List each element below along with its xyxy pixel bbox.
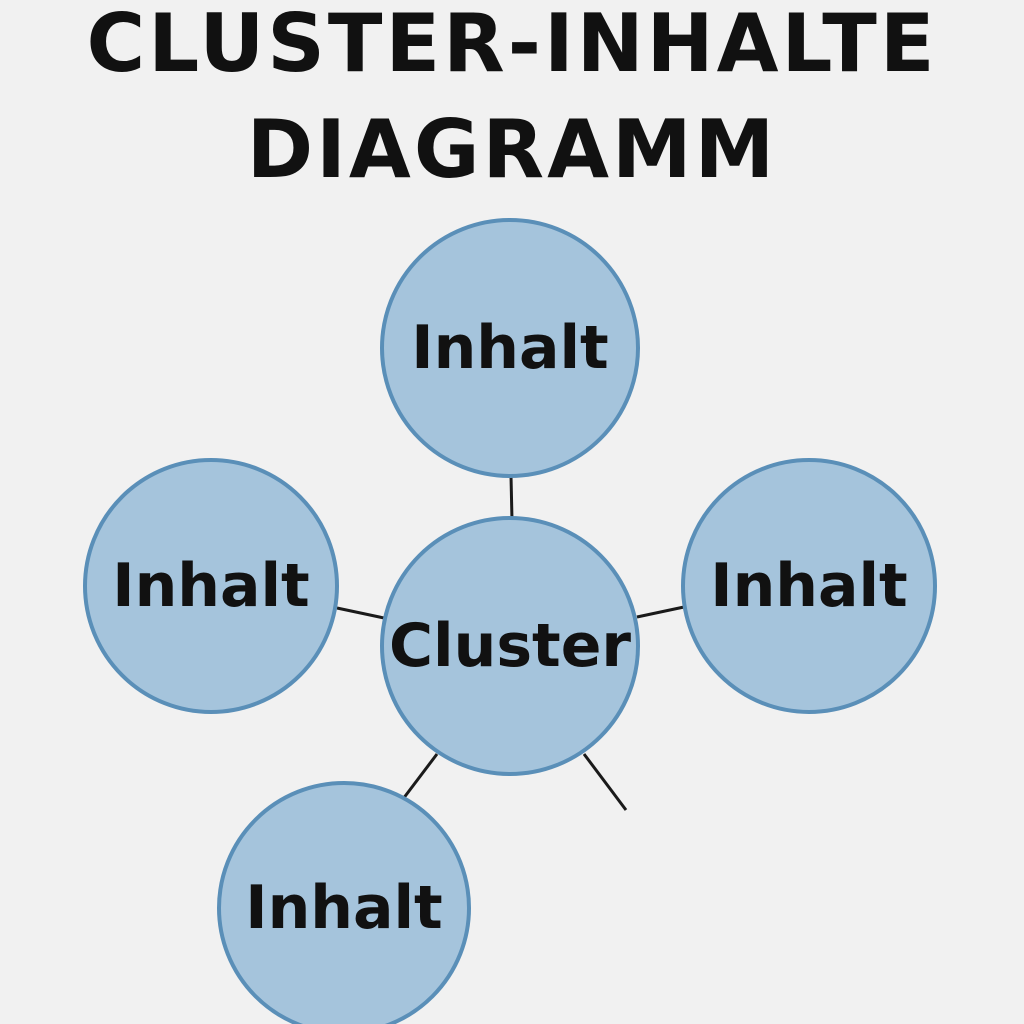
edge-center-right [636, 605, 685, 619]
content-node-left-circle [83, 458, 339, 714]
content-node-bottom: Inhalt [217, 781, 471, 1024]
title-line-1: CLUSTER-INHALTE [86, 0, 938, 90]
edge-center-bottom-left [401, 753, 439, 800]
content-node-bottom-circle [217, 781, 471, 1024]
cluster-node-circle [380, 516, 640, 776]
content-node-top: Inhalt [380, 218, 640, 478]
content-node-top-label: Inhalt [411, 313, 609, 383]
cluster-node-center: Cluster [380, 516, 640, 776]
content-node-right-label: Inhalt [710, 551, 908, 621]
edge-center-left [336, 606, 385, 620]
content-node-bottom-label: Inhalt [245, 873, 443, 943]
content-node-right: Inhalt [681, 458, 937, 714]
edge-center-bottom-right-stub [582, 753, 628, 811]
content-node-right-circle [681, 458, 937, 714]
content-node-left: Inhalt [83, 458, 339, 714]
title-line-2: DIAGRAMM [246, 103, 778, 196]
cluster-node-label: Cluster [389, 611, 631, 681]
page-title: CLUSTER-INHALTE DIAGRAMM [0, 0, 1024, 200]
content-node-left-label: Inhalt [112, 551, 310, 621]
content-node-top-circle [380, 218, 640, 478]
edge-center-top [509, 475, 514, 521]
